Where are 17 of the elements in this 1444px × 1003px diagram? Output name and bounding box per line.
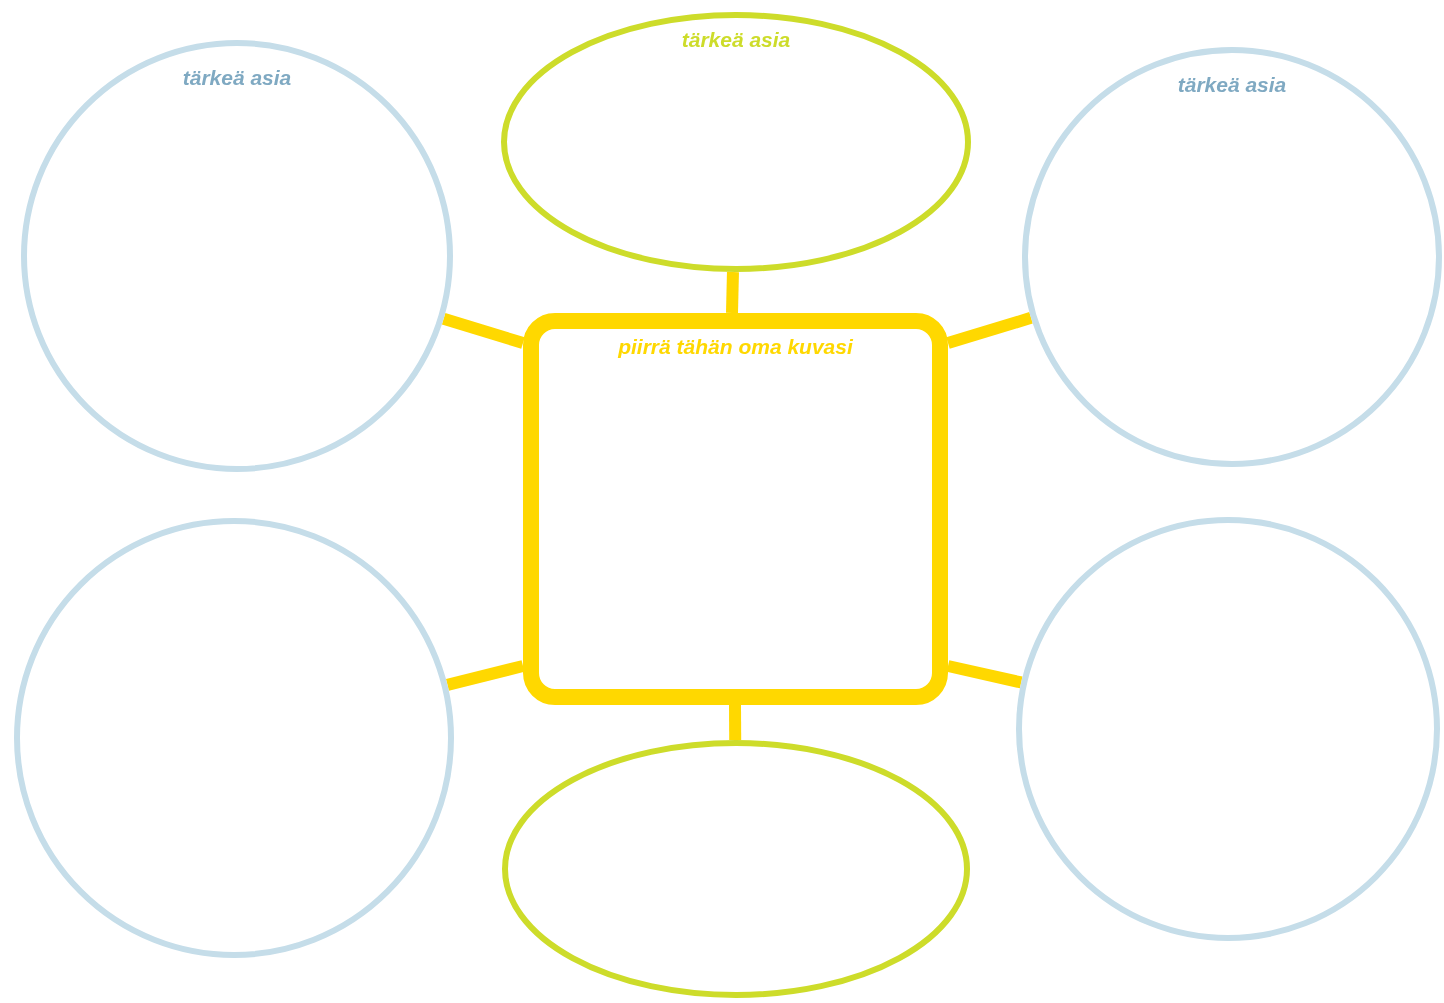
connector-line (946, 312, 1033, 349)
connector-line (441, 313, 525, 349)
connector-line (446, 660, 525, 691)
connector-line (729, 704, 742, 741)
ellipse-node (501, 12, 971, 272)
connector-line (726, 271, 739, 314)
circle-node (1016, 517, 1440, 941)
box-node (523, 313, 948, 705)
circle-node (14, 518, 454, 958)
node-label: tärkeä asia (681, 28, 791, 52)
circle-node (21, 40, 453, 472)
node-label: tärkeä asia (1177, 73, 1287, 97)
circle-node (1022, 47, 1442, 467)
ellipse-node (502, 740, 970, 998)
connector-line (946, 660, 1023, 689)
node-label: tärkeä asia (182, 66, 292, 90)
node-label: piirrä tähän oma kuvasi (618, 335, 853, 359)
